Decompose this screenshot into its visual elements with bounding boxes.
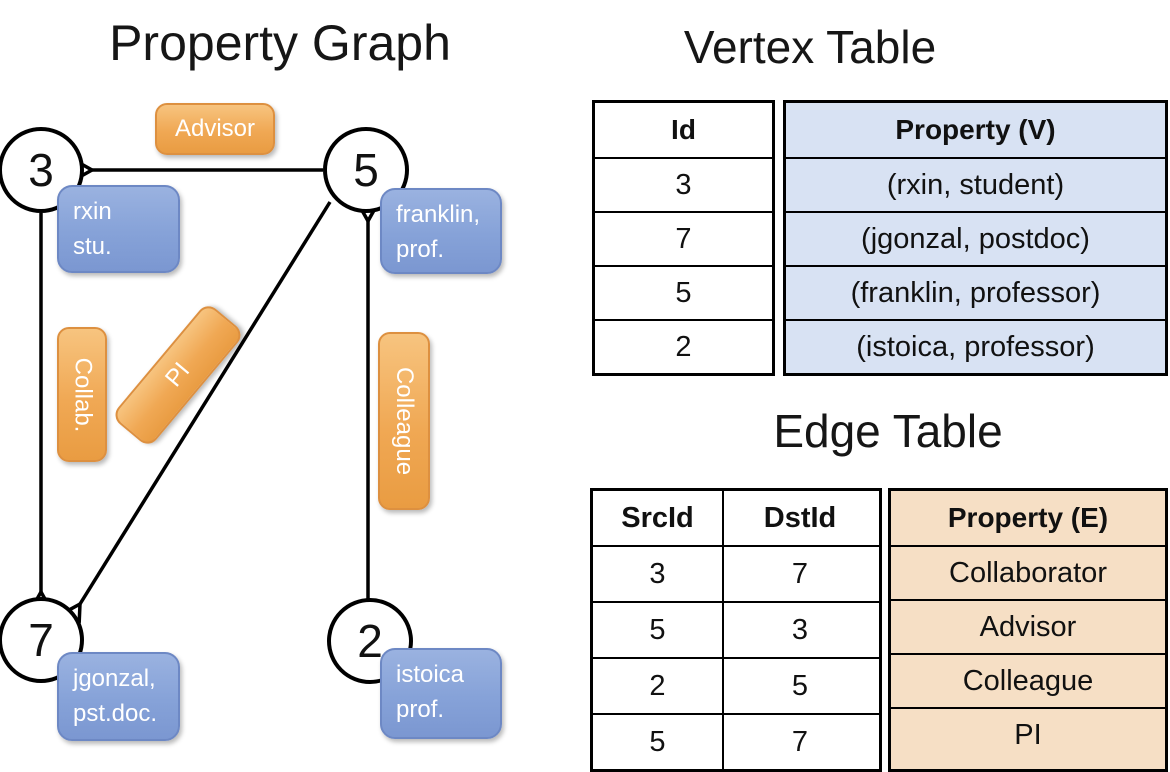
table-cell: 7: [791, 557, 809, 590]
table-cell: 7: [595, 211, 772, 265]
table-cell: 5: [595, 265, 772, 319]
edge-table-header-srcid: SrcId: [593, 491, 724, 545]
vertex-prop-pill-3: rxin stu.: [57, 185, 180, 273]
vertex-id-2: 2: [357, 615, 383, 667]
vertex-prop-2-line2: prof.: [396, 695, 445, 723]
vertex-prop-5-line1: franklin,: [396, 201, 481, 228]
table-row: 3 7: [593, 545, 879, 601]
vertex-table-id-column: Id 3 7 5 2: [592, 100, 775, 376]
vertex-table-header-property: Property (V): [895, 114, 1056, 145]
vertex-prop-2-line1: istoica: [396, 661, 465, 688]
edge-pi-5-to-7: [62, 201, 332, 625]
vertex-circle-2: 2: [327, 598, 413, 684]
edge-table-id-columns: SrcId DstId 3 7 5 3 2 5 5 7: [590, 488, 882, 772]
vertex-prop-5-line2: prof.: [396, 235, 445, 263]
edge-table-header-property: Property (E): [947, 502, 1109, 533]
table-row: SrcId DstId: [593, 491, 879, 545]
vertex-id-5: 5: [353, 144, 379, 196]
table-cell: 7: [791, 725, 809, 758]
vertex-prop-pill-7: jgonzal, pst.doc.: [57, 652, 180, 741]
table-row: 5 3: [593, 601, 879, 657]
vertex-id-7: 7: [28, 614, 54, 666]
table-cell: Colleague: [891, 653, 1165, 707]
table-cell: Collaborator: [891, 545, 1165, 599]
table-cell: 5: [593, 715, 724, 769]
vertex-prop-3-line2: stu.: [73, 232, 112, 260]
table-cell: (istoica, professor): [786, 319, 1165, 373]
table-cell: 5: [791, 669, 809, 702]
table-cell: PI: [891, 707, 1165, 761]
vertex-prop-7-line2: pst.doc.: [73, 699, 158, 727]
vertex-prop-7-line1: jgonzal,: [73, 665, 156, 692]
vertex-table-property-column: Property (V) (rxin, student) (jgonzal, p…: [783, 100, 1168, 376]
vertex-table-header-id: Id: [671, 114, 696, 145]
vertex-id-3: 3: [28, 144, 54, 196]
edge-label-advisor: Advisor: [155, 103, 275, 155]
edge-label-colleague: Colleague: [378, 332, 430, 510]
table-row: 5 7: [593, 713, 879, 769]
table-cell: (rxin, student): [786, 157, 1165, 211]
table-cell: 2: [593, 659, 724, 713]
table-cell: 5: [593, 603, 724, 657]
table-cell: (franklin, professor): [786, 265, 1165, 319]
table-cell: (jgonzal, postdoc): [786, 211, 1165, 265]
edge-table-property-column: Property (E) Collaborator Advisor Collea…: [888, 488, 1168, 772]
vertex-table: Id 3 7 5 2 Property (V) (rxin, student) …: [592, 100, 1168, 376]
table-cell: 3: [593, 547, 724, 601]
table-cell: 3: [791, 613, 809, 646]
edge-label-collab-text: Collab.: [69, 357, 96, 432]
edge-label-pi-text: PI: [159, 357, 196, 393]
graph-edges-layer: [30, 159, 379, 625]
table-cell: Advisor: [891, 599, 1165, 653]
edge-label-colleague-text: Colleague: [391, 366, 418, 476]
vertex-prop-pill-2: istoica prof.: [380, 648, 502, 739]
edge-table-header-dstid: DstId: [763, 501, 837, 534]
property-graph-title: Property Graph: [109, 15, 451, 71]
table-row: 2 5: [593, 657, 879, 713]
vertex-table-title: Vertex Table: [683, 21, 937, 73]
edge-label-collab: Collab.: [57, 327, 107, 462]
table-cell: 3: [595, 157, 772, 211]
table-cell: 2: [595, 319, 772, 373]
edge-table: SrcId DstId 3 7 5 3 2 5 5 7 Property (E)…: [590, 488, 1168, 772]
edge-label-advisor-text: Advisor: [174, 115, 256, 142]
vertex-prop-pill-5: franklin, prof.: [380, 188, 502, 274]
vertex-prop-3-line1: rxin: [73, 198, 112, 225]
edge-table-title: Edge Table: [773, 405, 1003, 457]
